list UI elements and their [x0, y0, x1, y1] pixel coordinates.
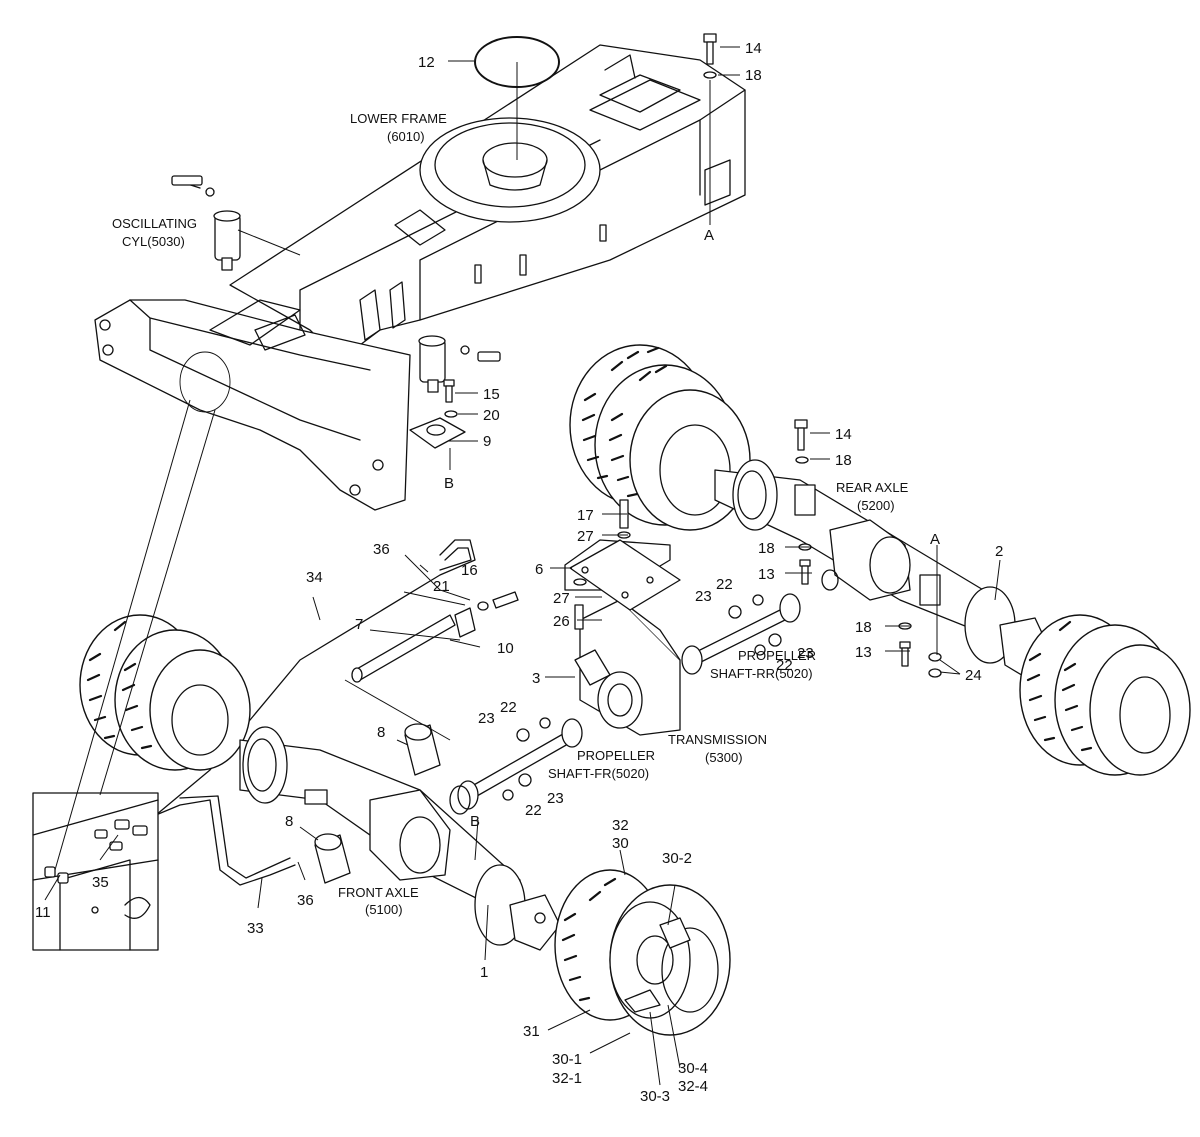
label-27-low: 27 — [553, 590, 570, 607]
bushing-8 — [314, 723, 441, 884]
label-12: 12 — [418, 54, 435, 71]
label-23-fr-low: 23 — [547, 790, 564, 807]
part-number-labels: 12 14 18 15 20 9 14 18 17 27 18 13 6 27 … — [35, 40, 1003, 1105]
label-16: 16 — [461, 562, 478, 579]
label-23-rr-top: 23 — [695, 588, 712, 605]
caption-propeller-fr-line1: PROPELLER — [577, 748, 655, 763]
exploded-wheel — [554, 869, 731, 1036]
caption-transmission-line1: TRANSMISSION — [668, 732, 767, 747]
label-30-2: 30-2 — [662, 850, 692, 867]
label-22-rr-top: 22 — [716, 576, 733, 593]
label-30-1: 30-1 — [552, 1051, 582, 1068]
caption-propeller-rr-line1: PROPELLER — [738, 648, 816, 663]
front-axle-tires — [79, 614, 251, 771]
caption-lower-frame-line1: LOWER FRAME — [350, 111, 447, 126]
label-32-1: 32-1 — [552, 1070, 582, 1087]
label-18-low: 18 — [855, 619, 872, 636]
caption-propeller-rr-line2: SHAFT-RR(5020) — [710, 666, 813, 681]
label-11: 11 — [35, 904, 51, 921]
caption-transmission-line2: (5300) — [705, 750, 743, 765]
label-23-rr-low: 23 — [797, 645, 814, 662]
label-18-top: 18 — [745, 67, 762, 84]
hose-33 — [119, 795, 296, 886]
label-21: 21 — [433, 578, 450, 595]
detail-inset — [32, 792, 159, 951]
caption-oscillating-line2: CYL(5030) — [122, 234, 185, 249]
label-23-fr-top: 23 — [478, 710, 495, 727]
label-36-low: 36 — [297, 892, 314, 909]
label-10: 10 — [497, 640, 514, 657]
label-8-low: 8 — [285, 813, 293, 830]
label-3: 3 — [532, 670, 540, 687]
propeller-shaft-front — [457, 717, 583, 810]
caption-rear-axle-line2: (5200) — [857, 498, 895, 513]
label-22-rr-low: 22 — [776, 657, 793, 674]
reference-letters: A B A B — [444, 227, 940, 830]
inset-connector-left — [54, 399, 191, 871]
oscillating-cylinder-right — [418, 335, 501, 393]
assembly-captions: LOWER FRAME (6010) OSCILLATING CYL(5030)… — [112, 111, 909, 917]
propeller-shaft-rear — [681, 593, 801, 675]
bolt-16 — [477, 591, 519, 611]
label-2: 2 — [995, 543, 1003, 560]
label-8-top: 8 — [377, 724, 385, 741]
caption-front-axle-line2: (5100) — [365, 902, 403, 917]
label-1: 1 — [480, 964, 488, 981]
label-35: 35 — [92, 874, 109, 891]
caption-oscillating-line1: OSCILLATING — [112, 216, 197, 231]
bolt-14-top — [703, 33, 717, 79]
caption-front-axle-line1: FRONT AXLE — [338, 885, 419, 900]
leader-lines — [44, 46, 1001, 1086]
ref-b-mount: B — [444, 475, 454, 492]
label-32-4: 32-4 — [678, 1078, 708, 1095]
label-30-3: 30-3 — [640, 1088, 670, 1105]
label-22-fr-low: 22 — [525, 802, 542, 819]
caption-lower-frame-line2: (6010) — [387, 129, 425, 144]
caption-propeller-fr-line2: SHAFT-FR(5020) — [548, 766, 649, 781]
label-6: 6 — [535, 561, 543, 578]
label-18-mid: 18 — [758, 540, 775, 557]
mount-plate-9 — [409, 379, 466, 449]
oscillating-cylinder-left — [171, 175, 241, 271]
rear-axle-housing — [714, 459, 1051, 681]
ref-a-top: A — [704, 227, 714, 244]
inset-connector-right — [99, 409, 216, 796]
bracket-6 — [569, 539, 681, 611]
front-axle-housing — [239, 726, 561, 951]
label-17: 17 — [577, 507, 594, 524]
label-26: 26 — [553, 613, 570, 630]
label-9: 9 — [483, 433, 491, 450]
label-32-top: 32 — [612, 817, 629, 834]
label-36-top: 36 — [373, 541, 390, 558]
label-30-4: 30-4 — [678, 1060, 708, 1077]
ref-b-front-axle: B — [470, 813, 480, 830]
label-13-mid: 13 — [758, 566, 775, 583]
caption-rear-axle-line1: REAR AXLE — [836, 480, 909, 495]
hose-34 — [119, 539, 476, 831]
rear-axle-tires-front — [1019, 614, 1191, 776]
label-24: 24 — [965, 667, 982, 684]
label-15: 15 — [483, 386, 500, 403]
label-22-fr-top: 22 — [500, 699, 517, 716]
label-27-top: 27 — [577, 528, 594, 545]
label-14-top: 14 — [745, 40, 762, 57]
pin-7 — [351, 607, 476, 683]
ref-a-rear-axle: A — [930, 531, 940, 548]
label-18-rear: 18 — [835, 452, 852, 469]
label-34: 34 — [306, 569, 323, 586]
label-13-low: 13 — [855, 644, 872, 661]
label-14-rear: 14 — [835, 426, 852, 443]
label-7: 7 — [355, 616, 363, 633]
label-30-top: 30 — [612, 835, 629, 852]
lower-frame-drawing — [94, 44, 746, 511]
label-33: 33 — [247, 920, 264, 937]
label-20: 20 — [483, 407, 500, 424]
label-31: 31 — [523, 1023, 540, 1040]
